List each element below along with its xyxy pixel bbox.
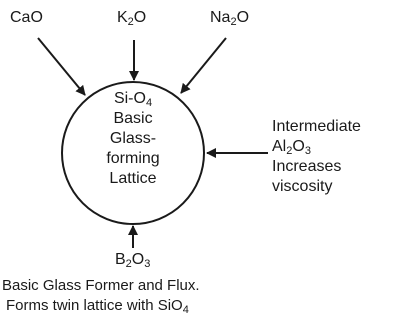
intermediate-title: Intermediate [272,118,361,135]
lattice-formula: Si-O4 [113,90,153,109]
caption-line-1: Basic Glass Former and Flux. [2,277,200,294]
lattice-line-3: forming [106,150,160,167]
caption: Basic Glass Former and Flux. Forms twin … [0,276,255,316]
arrow-cao [37,37,86,96]
intermediate-formula: Al2O3 [272,138,311,157]
lattice-line-4: Lattice [109,170,157,187]
label-k2o: K2O [117,9,147,28]
label-b2o3: B2O3 [115,251,151,270]
lattice-text: Si-O4 Basic Glass- forming Lattice [83,89,183,189]
lattice-circle [61,81,205,225]
arrow-na2o [180,37,227,94]
caption-line-2: Forms twin lattice with SiO4 [6,297,189,316]
lattice-line-2: Glass- [109,130,157,147]
intermediate-line-3: Increases [272,158,342,175]
label-cao: CaO [10,9,43,26]
label-na2o: Na2O [210,9,250,28]
intermediate-text: Intermediate Al2O3 Increases viscosity [272,117,361,197]
intermediate-line-4: viscosity [272,178,333,195]
lattice-line-1: Basic [113,110,153,127]
